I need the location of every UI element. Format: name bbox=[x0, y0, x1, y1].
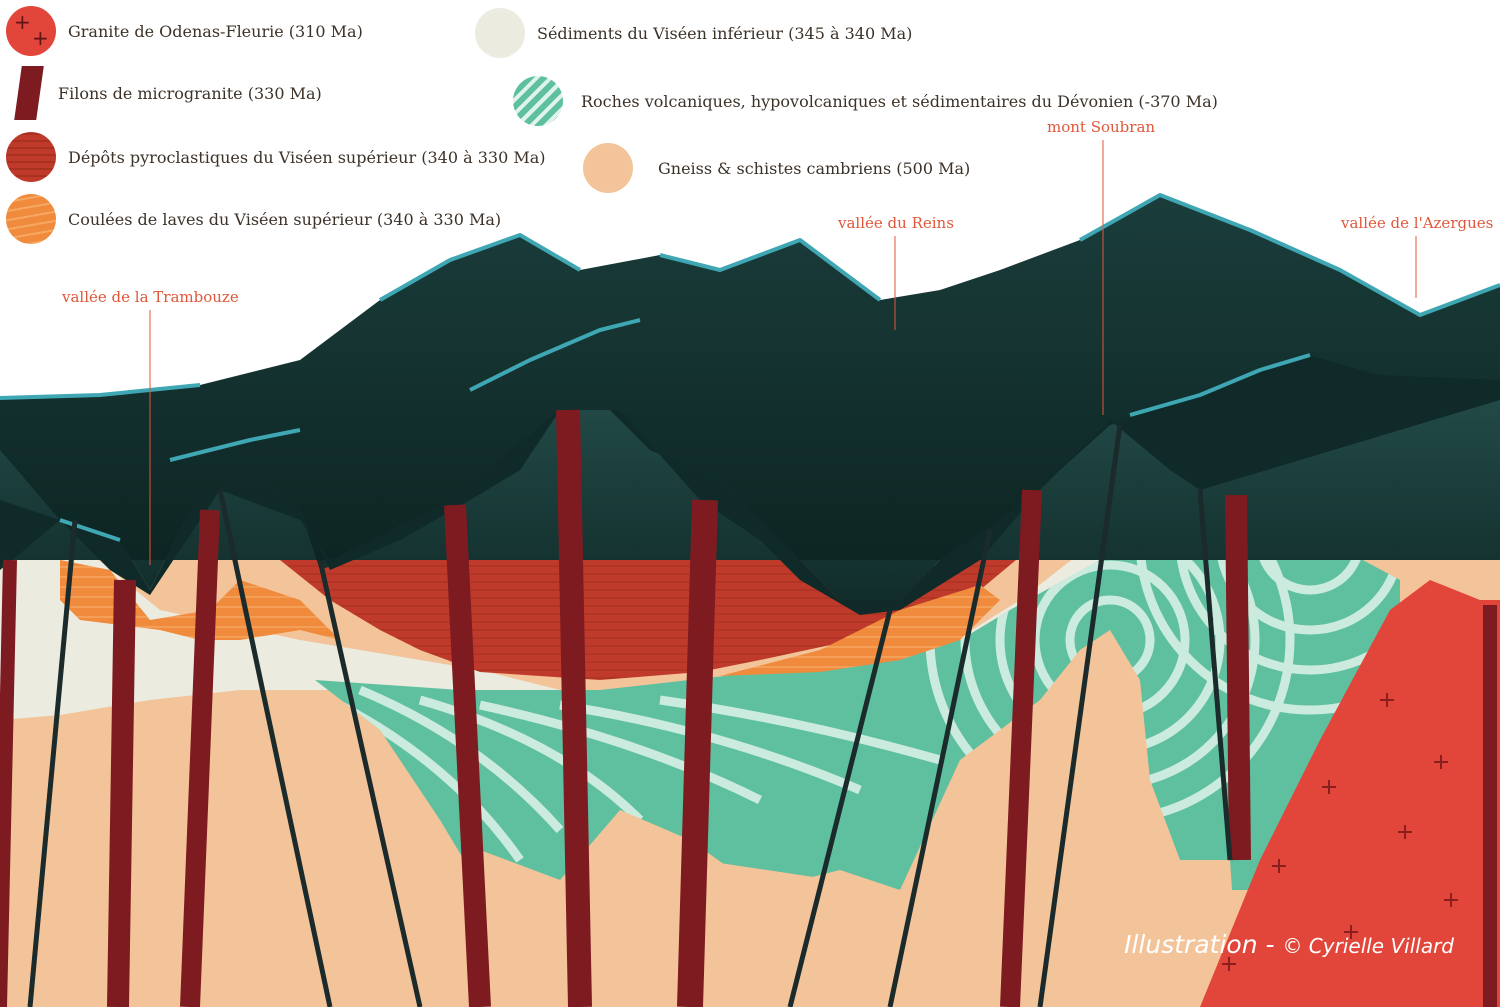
legend-label: Roches volcaniques, hypovolcaniques et s… bbox=[581, 91, 1218, 111]
dike-swatch-icon bbox=[14, 66, 44, 120]
label-azergues: vallée de l'Azergues bbox=[1341, 214, 1494, 232]
ridge-highlights bbox=[0, 193, 1500, 542]
credit-author: © Cyrielle Villard bbox=[1282, 934, 1454, 958]
legend-granite: + + Granite de Odenas-Fleurie (310 Ma) bbox=[6, 6, 363, 56]
pyroclastic-swatch-icon bbox=[6, 132, 56, 182]
sediment-layer bbox=[0, 500, 1300, 720]
legend-lava: Coulées de laves du Viséen supérieur (34… bbox=[6, 194, 501, 244]
legend-microgranite: Filons de microgranite (330 Ma) bbox=[10, 66, 322, 120]
legend-label: Sédiments du Viséen inférieur (345 à 340… bbox=[537, 23, 913, 43]
label-trambouze: vallée de la Trambouze bbox=[62, 288, 239, 306]
credit-prefix: Illustration - bbox=[1124, 930, 1283, 959]
legend-label: Filons de microgranite (330 Ma) bbox=[58, 83, 322, 103]
granite-crosses bbox=[1222, 693, 1458, 971]
lava-swatch-icon bbox=[6, 194, 56, 244]
gneiss-swatch-icon bbox=[583, 143, 633, 193]
label-reins: vallée du Reins bbox=[838, 214, 954, 232]
legend-pyroclastic: Dépôts pyroclastiques du Viséen supérieu… bbox=[6, 132, 546, 182]
label-leader-lines bbox=[149, 140, 1417, 565]
legend-sediment: Sédiments du Viséen inférieur (345 à 340… bbox=[475, 8, 912, 58]
legend-gneiss: Gneiss & schistes cambriens (500 Ma) bbox=[583, 143, 970, 193]
granite-body bbox=[1200, 580, 1500, 1007]
fault-lines bbox=[27, 424, 1233, 1007]
label-soubran: mont Soubran bbox=[1047, 118, 1156, 136]
granite-swatch-icon: + + bbox=[6, 6, 56, 56]
legend-devonian: Roches volcaniques, hypovolcaniques et s… bbox=[513, 76, 1218, 126]
legend-label: Granite de Odenas-Fleurie (310 Ma) bbox=[68, 21, 363, 41]
devonian-swatch-icon bbox=[513, 76, 563, 126]
illustration-credit: Illustration - © Cyrielle Villard bbox=[1124, 930, 1454, 959]
lava-flow-center bbox=[720, 585, 1000, 676]
legend-label: Gneiss & schistes cambriens (500 Ma) bbox=[658, 158, 971, 178]
mountain-mid bbox=[0, 355, 1500, 600]
microgranite-dikes bbox=[0, 409, 1497, 1007]
mountain-front bbox=[0, 355, 1500, 615]
sediment-swatch-icon bbox=[475, 8, 525, 58]
legend-label: Coulées de laves du Viséen supérieur (34… bbox=[68, 209, 502, 229]
legend-label: Dépôts pyroclastiques du Viséen supérieu… bbox=[68, 147, 546, 167]
